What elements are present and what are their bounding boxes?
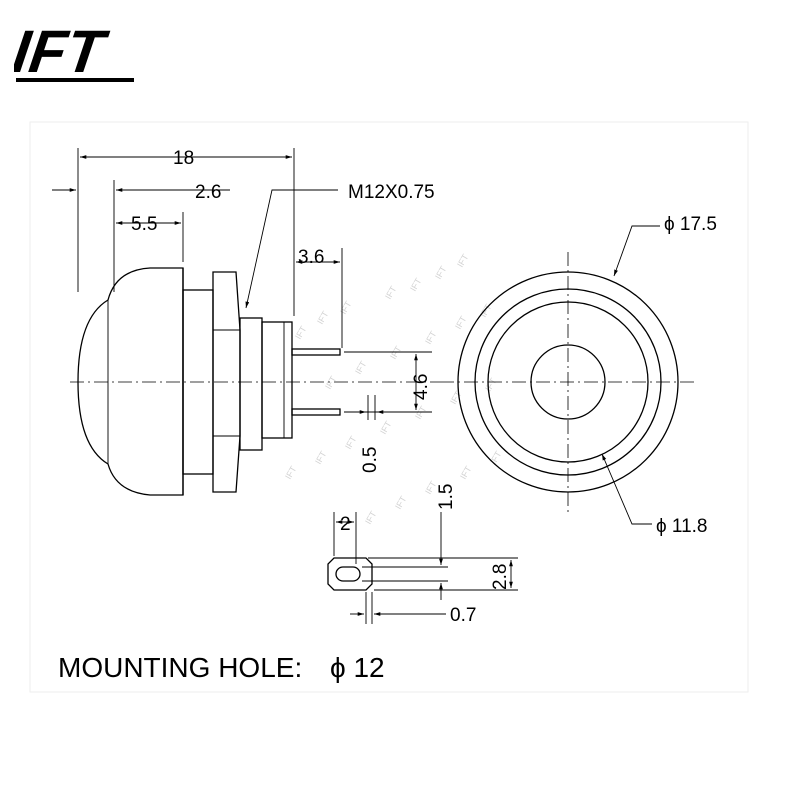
watermark-text: IFT	[423, 329, 439, 346]
dim-label-3-6: 3.6	[298, 247, 324, 268]
dim-label-2-6: 2.6	[195, 182, 221, 203]
watermark-group: IFT IFT IFT IFT IFT IFT IFT IFT IFT IFT IFT IFT IFT I…	[283, 252, 504, 526]
watermark-text: IFT	[455, 252, 471, 269]
watermark-text: IFT	[338, 299, 354, 316]
inner-circle	[487, 301, 649, 463]
watermark-text: IFT	[315, 309, 331, 326]
dim-label-1-5: 1.5	[436, 484, 457, 510]
watermark-text: IFT	[393, 494, 409, 511]
watermark-text: IFT	[343, 434, 359, 451]
watermark-text: IFT	[448, 389, 464, 406]
thread-leader	[245, 189, 338, 309]
dim-label-11-8: ϕ 11.8	[656, 516, 708, 537]
dim-label-17-5: ϕ 17.5	[664, 214, 717, 235]
watermark-text: IFT	[293, 324, 309, 341]
leader-11-8	[601, 453, 652, 525]
watermark-text: IFT	[383, 284, 399, 301]
dim-label-18: 18	[173, 148, 194, 169]
watermark-text: IFT	[433, 264, 449, 281]
logo-underline	[16, 78, 134, 82]
terminal-outline	[327, 557, 373, 591]
watermark-text: IFT	[378, 419, 394, 436]
watermark-text: IFT	[283, 464, 299, 481]
sheet-border	[29, 121, 749, 693]
thread-label: M12X0.75	[348, 182, 435, 203]
leader-17-5	[613, 225, 660, 277]
threaded-bushing	[239, 317, 263, 451]
watermark-text: IFT	[323, 374, 339, 391]
dim-label-4-6: 4.6	[411, 374, 432, 400]
watermark-text: IFT	[313, 449, 329, 466]
button-cap	[77, 267, 184, 496]
watermark-text: IFT	[353, 359, 369, 376]
watermark-text: IFT	[458, 464, 474, 481]
mounting-hole-label: MOUNTING HOLE:	[58, 652, 302, 683]
outer-circle	[457, 271, 679, 493]
rear-housing	[261, 321, 293, 439]
center-circle	[530, 344, 606, 420]
dim-label-0-7: 0.7	[450, 605, 476, 626]
mounting-hole-value: ϕ 12	[330, 652, 385, 683]
logo-text: IFT	[14, 18, 113, 85]
terminal-detail: 2 1.5 2.8 0.7	[327, 484, 518, 626]
watermark-text: IFT	[453, 314, 469, 331]
watermark-text: IFT	[408, 276, 424, 293]
terminal-slot	[335, 566, 361, 582]
dim-label-5-5: 5.5	[131, 214, 157, 235]
watermark-text: IFT	[483, 376, 499, 393]
ring-circle	[474, 288, 662, 476]
side-view: 18 2.6 5.5 M12X0.75 3.6 4.6 0.5	[52, 148, 440, 496]
terminal-pin-lower	[291, 408, 341, 416]
dim-label-0-5: 0.5	[360, 447, 381, 473]
ift-logo: IFT	[14, 18, 134, 85]
front-view: ϕ 17.5 ϕ 11.8	[440, 214, 717, 537]
dim-label-2-8: 2.8	[490, 564, 511, 590]
watermark-text: IFT	[363, 509, 379, 526]
watermark-text: IFT	[488, 449, 504, 466]
terminal-pin-upper	[291, 348, 341, 356]
dim-label-2: 2	[340, 514, 351, 535]
